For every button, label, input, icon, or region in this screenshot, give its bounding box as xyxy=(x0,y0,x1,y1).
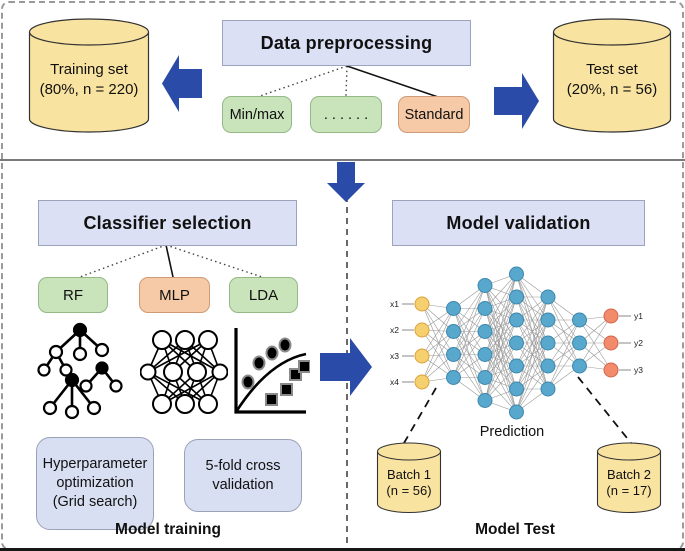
svg-text:y2: y2 xyxy=(634,338,643,348)
batch2-label: Batch 2 (n = 17) xyxy=(596,442,662,514)
rf-label: RF xyxy=(63,286,83,304)
hyperparameter-line1: Hyperparameter xyxy=(42,456,148,473)
minmax-label: Min/max xyxy=(229,106,285,123)
minmax-box: Min/max xyxy=(222,96,292,133)
mlp-label: MLP xyxy=(159,286,190,304)
classifier-selection-header: Classifier selection xyxy=(38,200,297,246)
database-icon xyxy=(596,442,662,514)
arrow-down-icon xyxy=(327,162,365,202)
rf-box: RF xyxy=(38,277,108,313)
batch2-line2: (n = 17) xyxy=(606,483,652,498)
lda-label: LDA xyxy=(248,286,279,304)
training-set-line2: (80%, n = 220) xyxy=(39,80,139,98)
svg-text:y3: y3 xyxy=(634,365,643,375)
svg-text:y1: y1 xyxy=(634,311,643,321)
standard-box: Standard xyxy=(398,96,470,133)
cv-line1: 5-fold cross xyxy=(205,457,281,474)
test-set-cylinder: Test set (20%, n = 56) xyxy=(552,18,672,133)
training-set-cylinder: Training set (80%, n = 220) xyxy=(28,18,150,133)
cross-validation-box: 5-fold cross validation xyxy=(184,439,302,512)
model-test-caption: Model Test xyxy=(420,521,610,539)
arrow-right-large-icon xyxy=(320,338,372,396)
database-icon xyxy=(552,18,672,133)
model-validation-title: Model validation xyxy=(446,212,591,233)
test-set-label: Test set (20%, n = 56) xyxy=(552,18,672,133)
test-set-line2: (20%, n = 56) xyxy=(566,80,658,98)
test-set-line1: Test set xyxy=(586,61,638,78)
model-training-caption: Model training xyxy=(38,521,298,539)
svg-text:x4: x4 xyxy=(390,377,399,387)
batch1-line2: (n = 56) xyxy=(386,483,432,498)
arrow-right-icon xyxy=(494,73,539,129)
database-icon xyxy=(28,18,150,133)
prediction-text: Prediction xyxy=(479,424,545,440)
batch2-cylinder: Batch 2 (n = 17) xyxy=(596,442,662,514)
hyperparameter-line2: optimization xyxy=(56,475,134,492)
hyperparameter-box: Hyperparameter optimization (Grid search… xyxy=(36,437,154,530)
svg-text:x2: x2 xyxy=(390,325,399,335)
batch1-label: Batch 1 (n = 56) xyxy=(376,442,442,514)
mlp-box: MLP xyxy=(139,277,210,313)
decision-tree-icon xyxy=(37,322,123,420)
scatter-plot-icon xyxy=(234,328,310,414)
batch1-cylinder: Batch 1 (n = 56) xyxy=(376,442,442,514)
data-preprocessing-title: Data preprocessing xyxy=(260,32,433,53)
batch2-line1: Batch 2 xyxy=(606,466,652,482)
model-validation-header: Model validation xyxy=(392,200,645,246)
model-test-text: Model Test xyxy=(475,521,555,538)
database-icon xyxy=(376,442,442,514)
svg-text:x1: x1 xyxy=(390,299,399,309)
section-divider-line xyxy=(0,159,685,161)
neural-network-icon xyxy=(140,330,228,414)
prediction-network-diagram: x1 x2 x3 x4 y1 y2 y3 xyxy=(390,266,643,420)
classifier-selection-title: Classifier selection xyxy=(83,212,252,233)
svg-text:x3: x3 xyxy=(390,351,399,361)
model-training-text: Model training xyxy=(115,521,221,538)
other-methods-box: . . . . . . xyxy=(310,96,382,133)
hyperparameter-line3: (Grid search) xyxy=(52,493,138,510)
lda-box: LDA xyxy=(229,277,298,313)
cv-line2: validation xyxy=(212,476,274,493)
data-preprocessing-header: Data preprocessing xyxy=(222,20,471,66)
prediction-label: Prediction xyxy=(447,424,577,440)
standard-label: Standard xyxy=(404,106,464,123)
other-methods-label: . . . . . . xyxy=(323,106,369,123)
arrow-left-icon xyxy=(162,55,202,112)
batch1-line1: Batch 1 xyxy=(386,466,432,482)
training-set-line1: Training set xyxy=(50,61,128,78)
training-set-label: Training set (80%, n = 220) xyxy=(28,18,150,133)
